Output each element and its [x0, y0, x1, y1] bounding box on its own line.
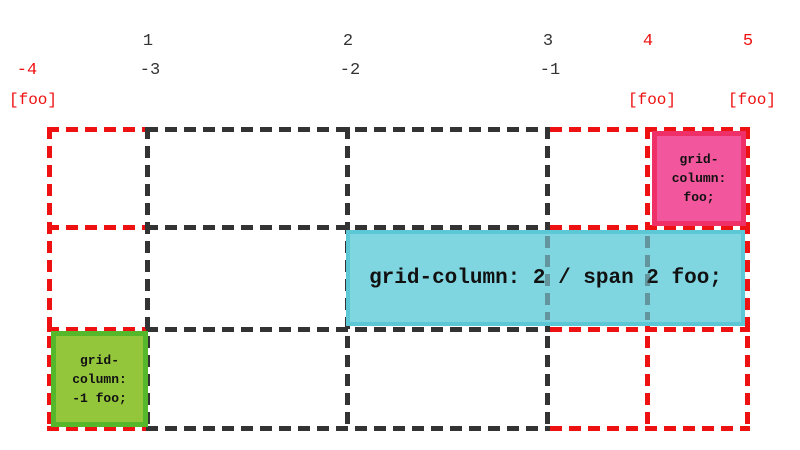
grid-line-h1-implicit-left	[47, 127, 146, 132]
grid-line-h3-implicit-left	[47, 327, 146, 332]
grid-item-foo-text-line1: grid-	[679, 152, 719, 167]
grid-item-foo-text-line2: column:	[671, 171, 727, 186]
named-line-label-foo-left: [foo]	[8, 91, 58, 109]
grid-item-negative-text-line1: grid-	[79, 352, 119, 368]
named-line-label-foo-right: [foo]	[727, 91, 777, 109]
grid-line-v-1	[145, 127, 150, 431]
grid-line-h4-implicit-right	[550, 426, 750, 431]
grid-line-h4-implicit-left	[47, 426, 146, 431]
grid-line-h3-implicit-right	[550, 327, 750, 332]
line-number-label-3: 3	[542, 32, 554, 51]
line-number-label-4: 4	[642, 32, 654, 51]
line-number-label-5: 5	[742, 32, 754, 51]
grid-item-negative-1-foo: grid- column: -1 foo;	[51, 331, 148, 427]
line-number-label-minus2: -2	[339, 61, 361, 80]
line-number-label-minus4: -4	[16, 61, 38, 80]
grid-item-negative-text-line2: column:	[72, 371, 127, 387]
grid-line-v-4-foo-through-item	[645, 236, 650, 320]
grid-item-span-2-foo-text: grid-column: 2 / span 2 foo;	[369, 266, 722, 290]
grid-item-foo-text-line3: foo;	[683, 190, 715, 205]
line-number-label-minus1: -1	[539, 61, 561, 80]
line-number-label-minus3: -3	[139, 61, 161, 80]
line-number-label-1: 1	[142, 32, 154, 51]
grid-line-h2-implicit-left	[47, 225, 146, 230]
named-line-label-foo-mid: [foo]	[627, 91, 677, 109]
line-number-label-2: 2	[342, 32, 354, 51]
grid-line-v-5-foo	[745, 127, 750, 431]
grid-item-negative-text-line3: -1 foo;	[72, 390, 127, 406]
grid-line-h1-implicit-right	[550, 127, 750, 132]
grid-line-h2-implicit-right	[550, 225, 750, 230]
grid-item-foo: grid- column: foo;	[652, 131, 746, 226]
grid-line-v-minus4-foo	[47, 127, 52, 431]
grid-line-v-3-through-item	[545, 236, 550, 320]
